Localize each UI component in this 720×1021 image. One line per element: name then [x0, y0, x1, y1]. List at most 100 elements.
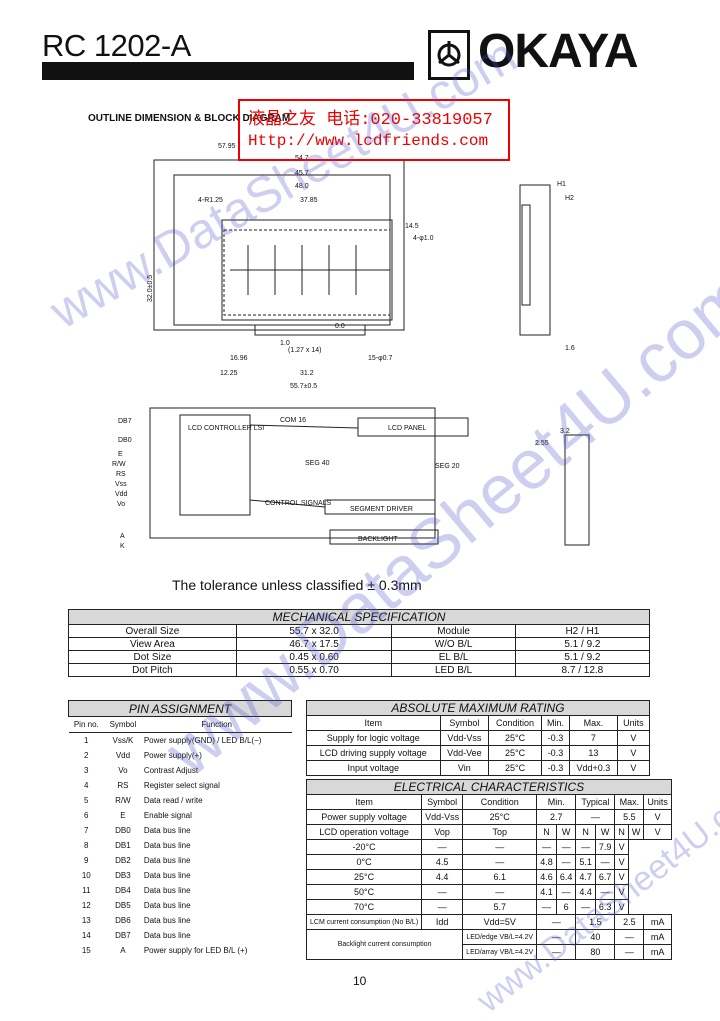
signal-label: RS	[116, 471, 126, 478]
dim-label: 14.5	[405, 223, 419, 230]
cell: —	[594, 854, 616, 870]
signal-label: DB0	[118, 437, 132, 444]
cell: 6.1	[462, 869, 538, 885]
cell: LED/array VB/L=4.2V	[462, 944, 538, 960]
cell: mA	[643, 929, 672, 945]
cell: 4.4	[421, 869, 464, 885]
cell: 4.7	[575, 869, 596, 885]
cell: —	[421, 884, 464, 900]
dim-label: 16.96	[230, 355, 248, 362]
cell: Supply for logic voltage	[306, 730, 441, 746]
cell: Symbol	[104, 716, 142, 733]
pin-function: Contrast Adjust	[143, 766, 199, 775]
pin-symbol: E	[120, 811, 126, 820]
cell: 5.1 / 9.2	[514, 637, 651, 651]
block-segdriver: SEGMENT DRIVER	[350, 506, 413, 513]
cell: 4.8	[536, 854, 557, 870]
label-seg20: SEG 20	[435, 463, 460, 470]
pin-symbol: DB4	[115, 886, 131, 895]
pin-symbol: DB3	[115, 871, 131, 880]
cell: 25°C	[488, 745, 542, 761]
cell: Vdd-Vss	[439, 730, 490, 746]
cell: —	[614, 929, 645, 945]
cell: mA	[643, 944, 672, 960]
pin-number: 11	[82, 886, 91, 895]
pin-function: Power supply(GND) / LED B/L(−)	[143, 736, 262, 745]
pin-title: PIN ASSIGNMENT	[68, 700, 292, 717]
abs-max-title: ABSOLUTE MAXIMUM RATING	[306, 700, 650, 716]
signal-label: DB7	[118, 418, 132, 425]
cell: Power supply voltage	[305, 809, 423, 825]
cell: 80	[575, 944, 616, 960]
cell: 50°C	[305, 884, 423, 900]
pin-number: 13	[81, 916, 91, 925]
cell: —	[536, 899, 557, 915]
dim-label: 45.7	[295, 170, 309, 177]
cell: V	[616, 760, 651, 776]
cell: V	[614, 869, 629, 885]
cell: V	[616, 745, 651, 761]
signal-label: K	[120, 543, 125, 550]
cell: Item	[306, 715, 441, 731]
dim-label: 4-R1.25	[198, 197, 223, 204]
cell: —	[536, 839, 557, 855]
cell: 2.7	[536, 809, 577, 825]
cell: —	[536, 944, 577, 960]
pin-function: Data bus line	[143, 931, 191, 940]
tolerance-note: The tolerance unless classified ± 0.3mm	[172, 577, 422, 593]
cell: —	[575, 809, 616, 825]
cell: View Area	[68, 637, 237, 651]
dim-label: 12.25	[220, 370, 238, 377]
pin-function: Data bus line	[143, 826, 191, 835]
pin-symbol: DB2	[115, 856, 131, 865]
cell: Dot Size	[68, 650, 237, 664]
pin-function: Data bus line	[143, 856, 191, 865]
cell: Idd	[421, 914, 464, 930]
electrical-title: ELECTRICAL CHARACTERISTICS	[306, 779, 672, 795]
cell: Overall Size	[68, 624, 237, 638]
pin-function: Data read / write	[143, 796, 203, 805]
pin-symbol: Vo	[118, 766, 128, 775]
cell: —	[462, 839, 538, 855]
cell: LED B/L	[391, 663, 516, 677]
outline-drawing: 57.95 54.7 45.7 48.0 37.85 4-R1.25 32.0±…	[112, 143, 590, 550]
pin-number: 4	[84, 781, 89, 790]
cell: W	[627, 824, 645, 840]
cell: W	[594, 824, 616, 840]
cell: —	[614, 944, 645, 960]
cell: LCD operation voltage	[305, 824, 423, 840]
signal-label: Vdd	[115, 491, 128, 498]
cell: EL B/L	[391, 650, 516, 664]
block-panel: LCD PANEL	[388, 425, 426, 432]
label-seg40: SEG 40	[305, 460, 330, 467]
pin-number: 12	[81, 901, 91, 910]
model-number: RC 1202-A	[42, 28, 191, 63]
pin-symbol: DB6	[115, 916, 131, 925]
pin-number: 5	[84, 796, 89, 805]
cell: —	[555, 854, 577, 870]
title-bar	[42, 62, 414, 80]
cell: 4.1	[536, 884, 557, 900]
cell: Function	[141, 716, 292, 733]
signal-label: E	[118, 451, 123, 458]
overlay-url: Http://www.lcdfriends.com	[248, 132, 489, 150]
pin-number: 10	[81, 871, 91, 880]
cell: -0.3	[540, 730, 571, 746]
signal-label: Vo	[117, 501, 125, 508]
pin-function: Data bus line	[143, 901, 191, 910]
page-number: 10	[353, 974, 367, 988]
pin-symbol: A	[120, 946, 126, 955]
cell: —	[555, 884, 577, 900]
cell: Module	[391, 624, 516, 638]
